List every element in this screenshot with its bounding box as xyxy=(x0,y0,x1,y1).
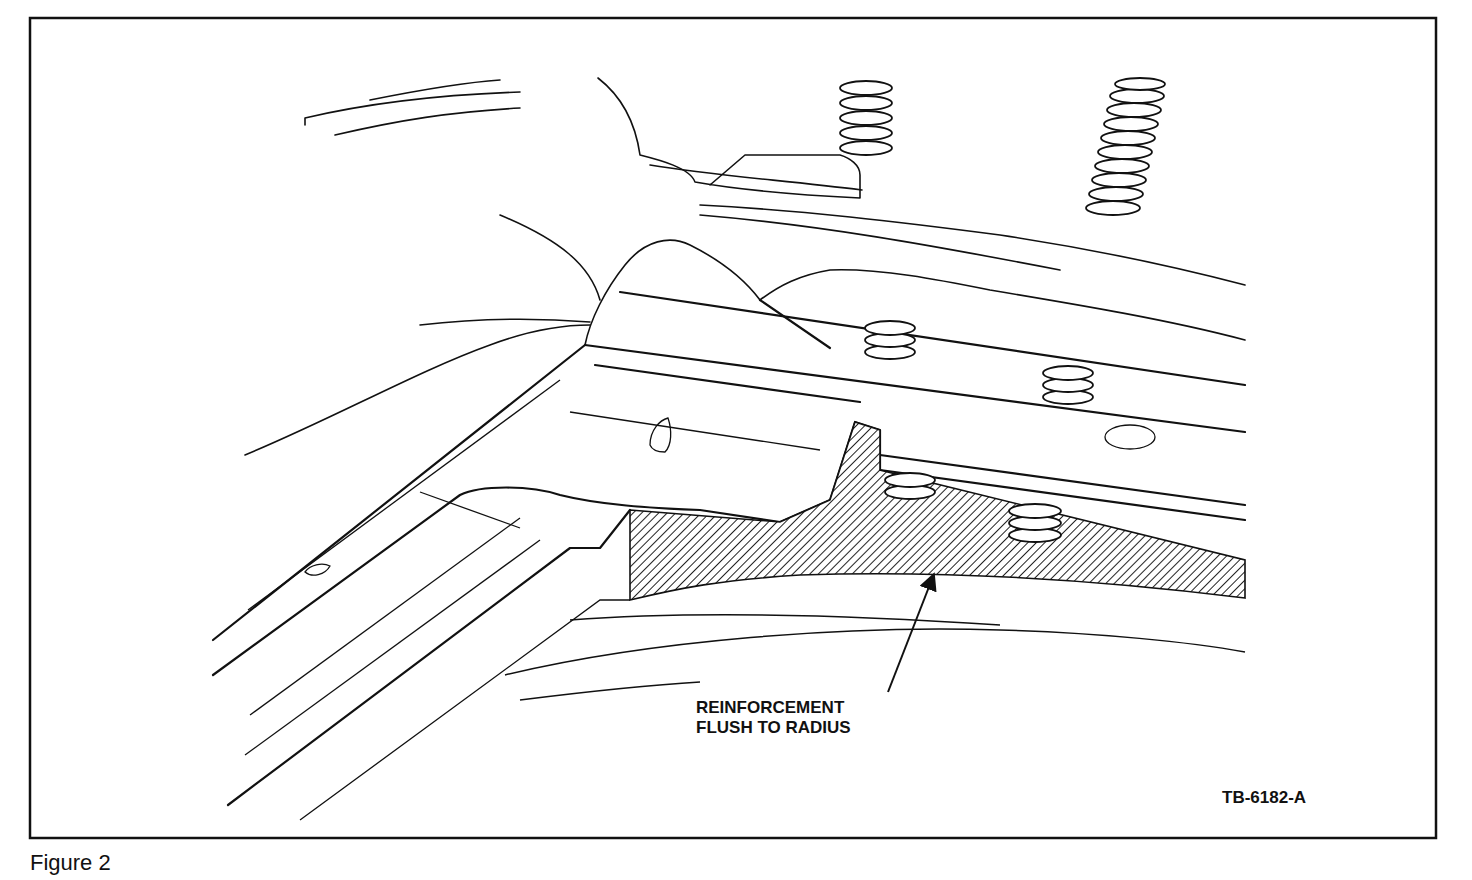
coil-springs xyxy=(840,78,1165,542)
figure-border xyxy=(30,18,1436,838)
frame-rail xyxy=(213,292,1245,805)
reinforcement-plate xyxy=(630,422,1245,600)
figure-code: TB-6182-A xyxy=(1222,788,1306,808)
leader-arrow xyxy=(888,574,934,692)
rail-details xyxy=(245,380,1155,820)
wheel-arch xyxy=(505,615,1245,700)
figure-caption: Figure 2 xyxy=(30,850,111,876)
body-sheetmetal xyxy=(245,78,1245,455)
part-label: REINFORCEMENT FLUSH TO RADIUS xyxy=(696,698,896,738)
